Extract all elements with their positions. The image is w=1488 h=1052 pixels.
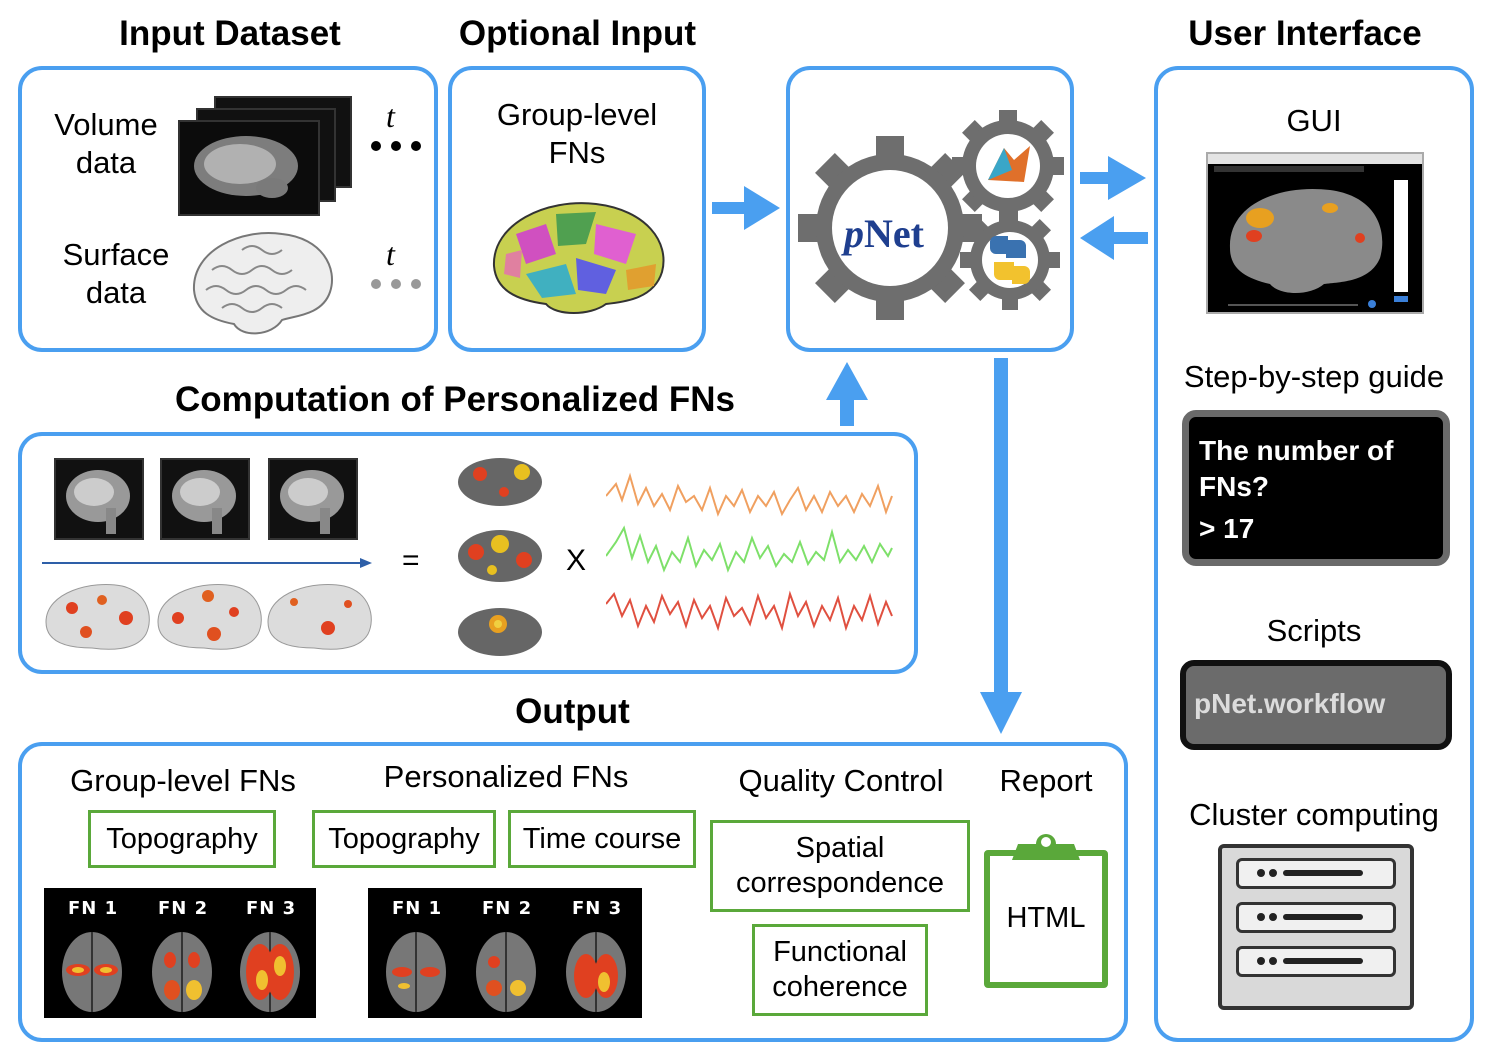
guide-question-line1: The number of	[1199, 435, 1394, 466]
qc-functional-coherence-tag: Functional coherence	[752, 924, 928, 1016]
optional-input-title: Optional Input	[458, 14, 697, 53]
output-box: Group-level FNs Personalized FNs Quality…	[18, 742, 1128, 1042]
cluster-computing-label: Cluster computing	[1189, 797, 1439, 832]
gui-slider-track[interactable]	[1228, 304, 1358, 306]
personalized-fn-label-3: FN 3	[572, 898, 623, 919]
time-axis-arrow-icon	[42, 558, 372, 568]
gui-label: GUI	[1286, 103, 1342, 138]
arrow-ui-to-pnet-shaft	[1112, 232, 1148, 244]
step-by-step-guide-label: Step-by-step guide	[1183, 359, 1445, 394]
personalized-fn-label-2: FN 2	[482, 898, 533, 919]
gui-side-button[interactable]	[1394, 296, 1408, 302]
pnet-logo-p: p	[844, 211, 864, 256]
pnet-logo-net: Net	[864, 211, 924, 256]
volume-data-label: Volume data	[54, 107, 158, 180]
arrow-pnet-to-output-head	[980, 692, 1022, 734]
scripts-terminal: pNet.workflow	[1180, 660, 1452, 750]
input-dataset-title: Input Dataset	[119, 14, 341, 53]
surface-data-label: Surface data	[62, 237, 170, 310]
gui-titlebar	[1208, 154, 1422, 164]
group-fn-atlas-brain-icon	[492, 202, 665, 314]
guide-answer: > 17	[1199, 513, 1255, 544]
guide-terminal: The number of FNs? > 17	[1182, 410, 1450, 566]
server-rack-icon	[1218, 844, 1414, 1010]
time-course-traces-icon	[606, 472, 893, 632]
mri-scan-2	[160, 458, 250, 540]
group-fn-label-2: FN 2	[158, 898, 209, 919]
multiply-sign: X	[566, 544, 587, 577]
output-title: Output	[515, 692, 630, 731]
arrow-computation-to-pnet-head	[826, 362, 868, 400]
pnet-logo: pNet	[844, 210, 924, 257]
equals-sign: =	[402, 544, 420, 577]
group-level-fns-label: Group-level FNs	[496, 97, 658, 170]
ellipsis-surface-icon	[371, 279, 421, 289]
output-report-heading: Report	[999, 763, 1093, 798]
arrow-pnet-to-ui-head	[1108, 156, 1146, 200]
group-topography-tag: Topography	[88, 810, 276, 868]
arrow-pnet-to-output-shaft	[994, 358, 1008, 694]
group-fn-label-3: FN 3	[246, 898, 297, 919]
personalized-fn-panel: FN 1 FN 2 FN 3	[368, 888, 642, 1018]
pnet-engine-box: pNet	[786, 66, 1074, 352]
arrow-pnet-to-ui-shaft	[1080, 172, 1110, 184]
mri-scan-3	[268, 458, 358, 540]
server-unit-1	[1236, 858, 1396, 889]
arrow-optional-to-pnet-head	[744, 186, 780, 230]
volume-slice-front	[178, 120, 320, 216]
group-fn-label-1: FN 1	[68, 898, 119, 919]
clipboard-clip-icon	[1012, 834, 1080, 860]
output-quality-control-heading: Quality Control	[738, 763, 944, 798]
group-fn-panel: FN 1 FN 2 FN 3	[44, 888, 316, 1018]
computation-title: Computation of Personalized FNs	[174, 380, 736, 419]
time-symbol-volume: t	[386, 98, 395, 134]
arrow-optional-to-pnet-shaft	[712, 202, 746, 214]
personalized-fn-label-1: FN 1	[392, 898, 443, 919]
mri-scan-1	[54, 458, 144, 540]
gui-toolbar	[1214, 166, 1364, 172]
personalized-timecourse-tag: Time course	[508, 810, 696, 868]
pnet-gears-icon	[798, 110, 1064, 320]
scripts-command: pNet.workflow	[1194, 688, 1386, 719]
gui-side-list[interactable]	[1394, 180, 1408, 292]
personalized-fn-brains-icon	[386, 932, 626, 1012]
input-dataset-box: Volume data t Surface data t	[18, 66, 438, 352]
arrow-computation-to-pnet-shaft	[840, 398, 854, 426]
server-unit-2	[1236, 902, 1396, 933]
arrow-ui-to-pnet-head	[1080, 216, 1114, 260]
time-symbol-surface: t	[386, 236, 395, 272]
personalized-fn-maps-icon	[458, 458, 542, 656]
group-fn-brains-icon	[62, 932, 300, 1012]
personalized-topography-tag: Topography	[312, 810, 496, 868]
gui-brain-render-icon	[1229, 188, 1383, 293]
optional-input-box: Group-level FNs	[448, 66, 706, 352]
user-interface-title: User Interface	[1188, 14, 1422, 53]
ellipsis-volume-icon	[371, 141, 421, 151]
html-report-clipboard-icon: HTML	[984, 850, 1108, 988]
surface-brain-icon	[192, 232, 333, 335]
output-personalized-heading: Personalized FNs	[383, 759, 629, 794]
output-group-level-heading: Group-level FNs	[70, 763, 296, 798]
scripts-label: Scripts	[1266, 613, 1362, 648]
user-interface-box: GUI Step-by-step guide The number of FNs…	[1154, 66, 1474, 1042]
gui-play-button[interactable]	[1368, 300, 1376, 308]
surface-activation-brains-icon	[45, 584, 372, 650]
computation-box: = X	[18, 432, 918, 674]
qc-spatial-correspondence-tag: Spatial correspondence	[710, 820, 970, 912]
server-unit-3	[1236, 946, 1396, 977]
gui-screenshot	[1206, 152, 1424, 314]
html-report-label: HTML	[1006, 902, 1086, 934]
guide-question-line2: FNs?	[1199, 471, 1269, 502]
